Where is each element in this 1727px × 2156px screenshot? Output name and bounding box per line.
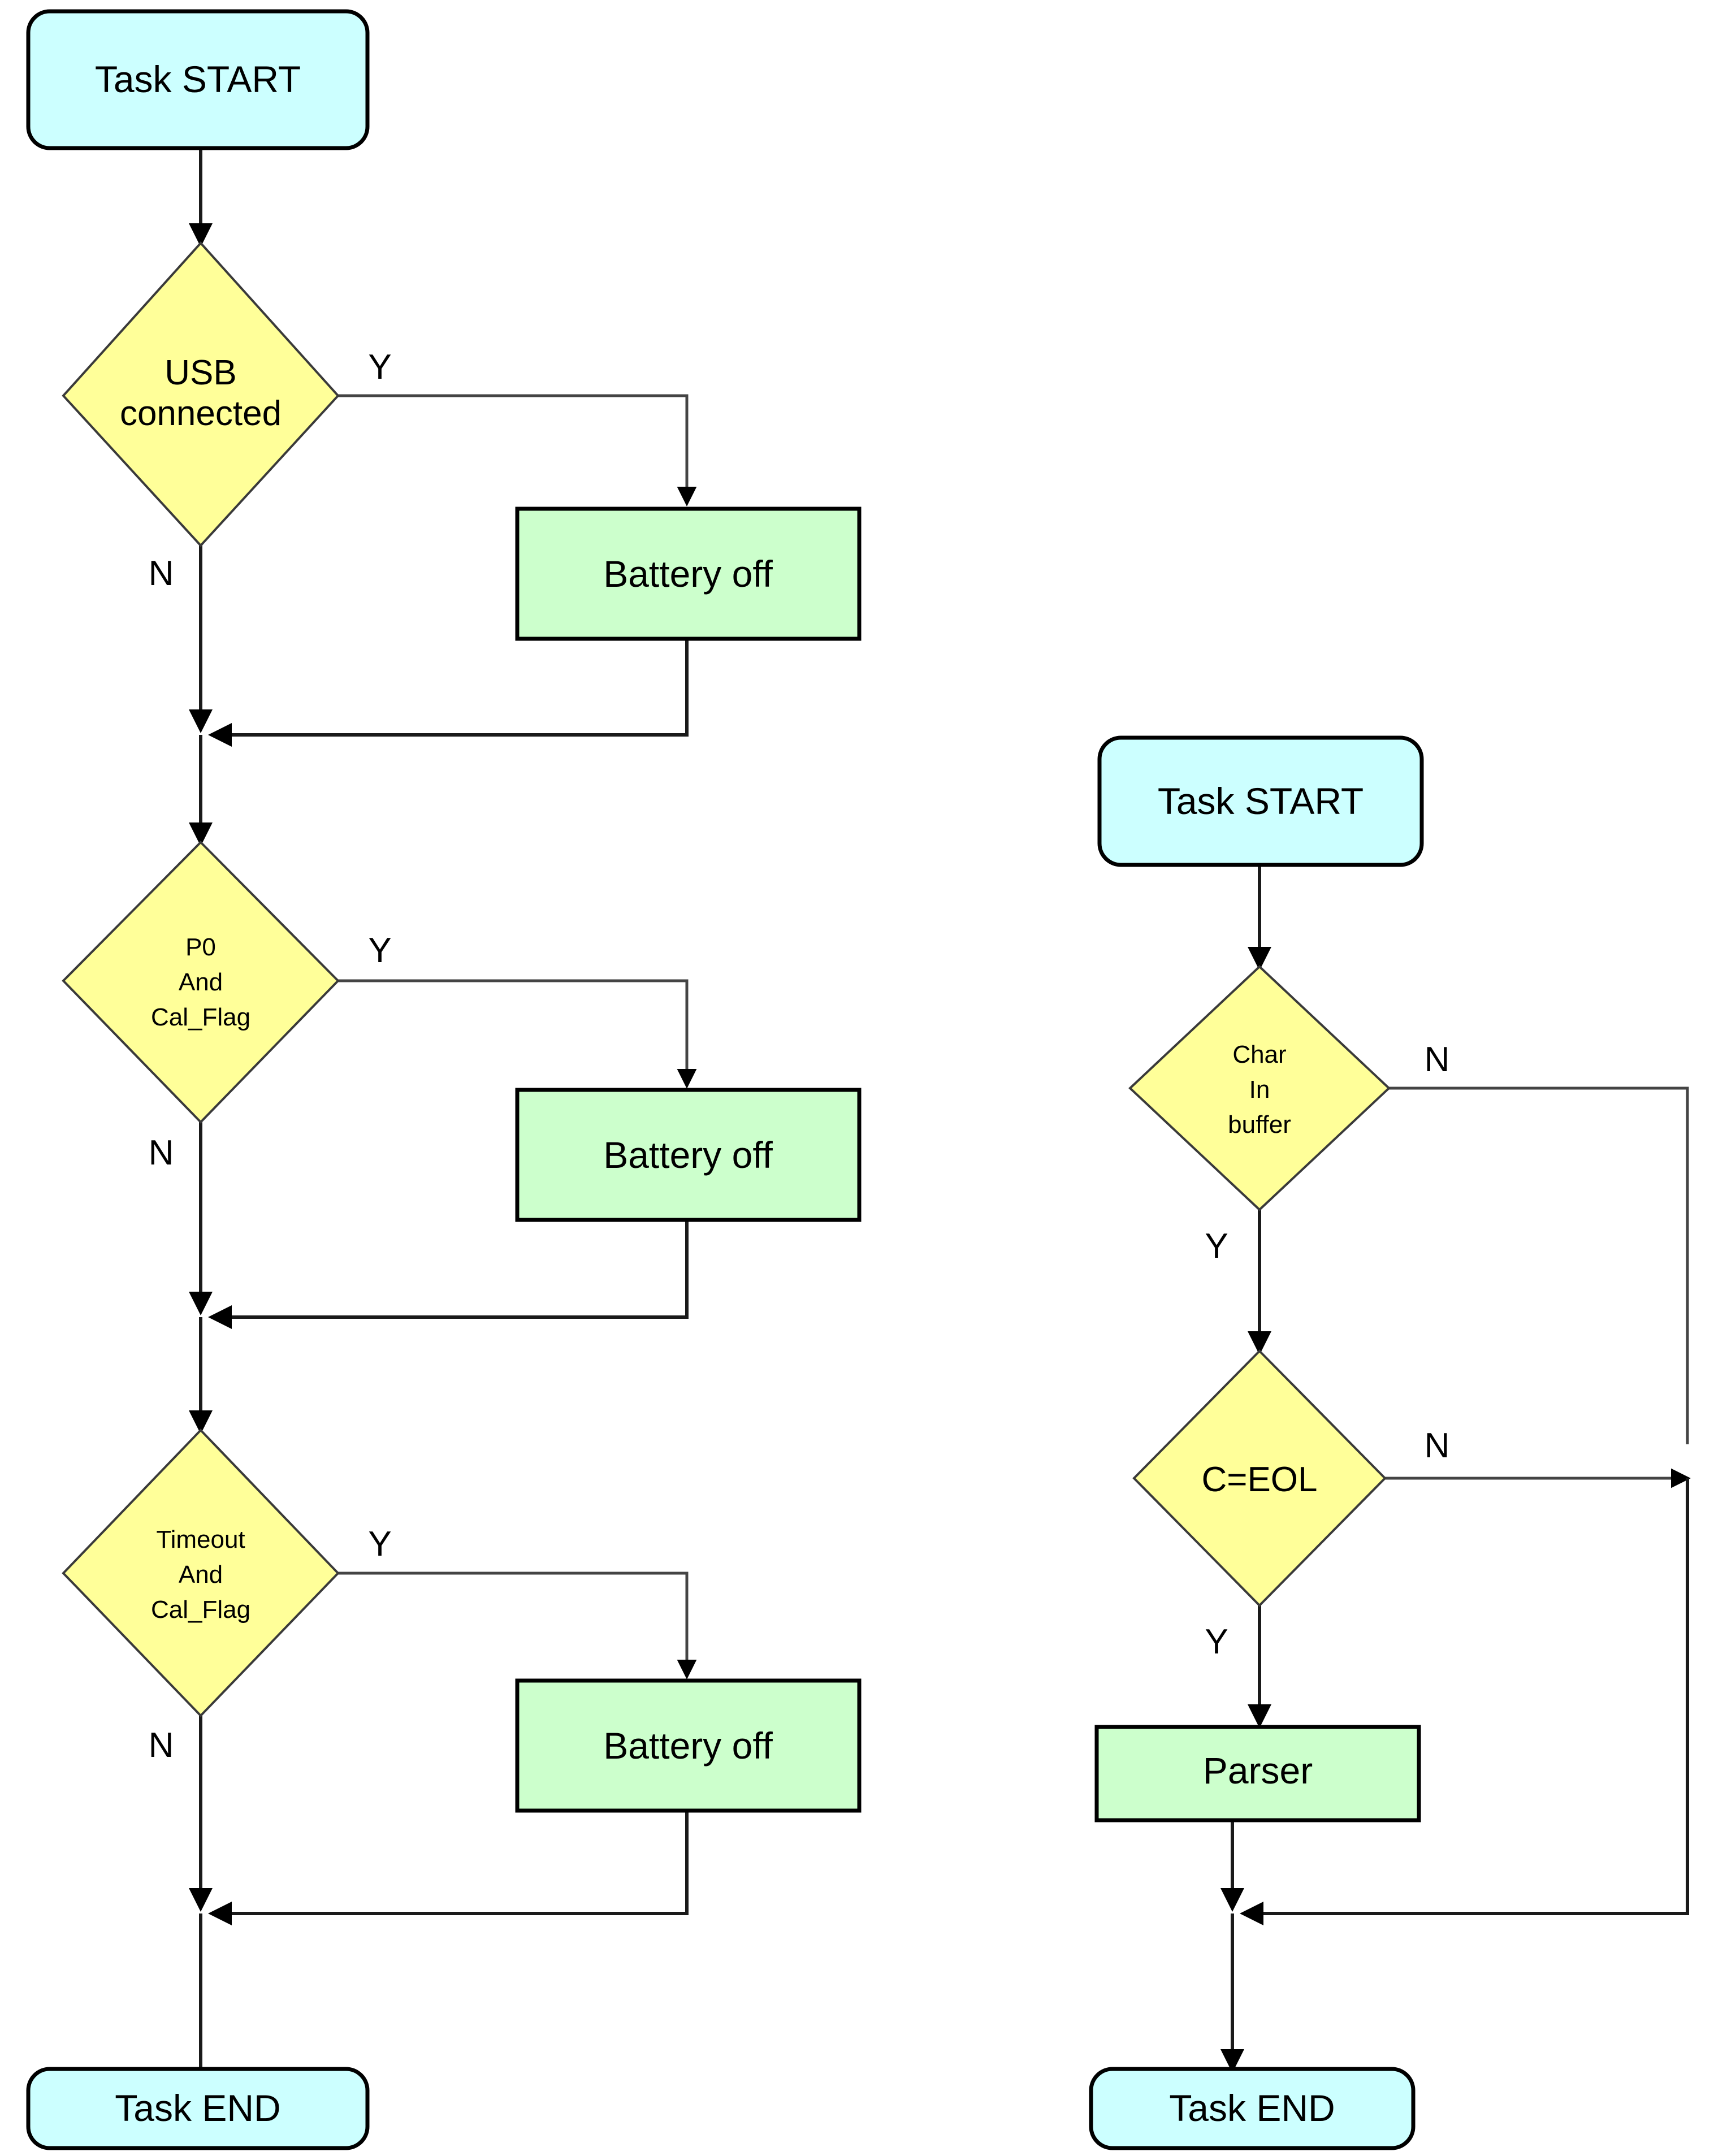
- node-label-line-2: In: [1249, 1076, 1270, 1103]
- edge-timeout-yes-to-battery3: [338, 1571, 697, 1679]
- branch-label-usb-yes: Y: [368, 348, 391, 387]
- node-label-line-1: C=EOL: [1201, 1460, 1317, 1499]
- edge-battery3-to-merge3: [208, 1809, 689, 1925]
- node-label-line-1: USB: [165, 353, 236, 392]
- node-battery-off-2[interactable]: Battery off: [515, 1088, 862, 1222]
- branch-label-timeout-no: N: [149, 1726, 174, 1765]
- edge-char-no-to-rail: [1389, 1086, 1689, 1444]
- node-label-line-2: And: [179, 1561, 223, 1588]
- edge-group-right: [1220, 865, 1691, 2073]
- node-task-end-right[interactable]: Task END: [1089, 2067, 1416, 2150]
- node-decision-char-in-buffer[interactable]: Char In buffer: [1128, 965, 1391, 1211]
- branch-label-p0-no: N: [149, 1133, 174, 1172]
- node-label: Task START: [1158, 780, 1364, 822]
- node-label-line-2: And: [179, 968, 223, 996]
- branch-label-usb-no: N: [149, 554, 174, 593]
- branch-label-char-no: N: [1425, 1040, 1450, 1079]
- branch-label-char-yes: Y: [1205, 1227, 1228, 1266]
- edge-group-left: [189, 148, 697, 2069]
- node-label-line-1: P0: [185, 933, 216, 961]
- node-decision-p0-cal-flag[interactable]: P0 And Cal_Flag: [62, 841, 340, 1124]
- node-task-start-left[interactable]: Task START: [26, 9, 370, 150]
- node-label-line-3: buffer: [1228, 1111, 1291, 1138]
- node-battery-off-3[interactable]: Battery off: [515, 1678, 862, 1813]
- node-label: Task END: [1169, 2087, 1335, 2129]
- node-label: Battery off: [603, 553, 773, 595]
- node-task-start-right[interactable]: Task START: [1097, 735, 1424, 867]
- branch-label-timeout-yes: Y: [368, 1525, 391, 1564]
- node-label-line-3: Cal_Flag: [151, 1003, 250, 1031]
- node-label: Parser: [1203, 1750, 1313, 1791]
- node-battery-off-1[interactable]: Battery off: [515, 506, 862, 641]
- node-decision-c-equals-eol[interactable]: C=EOL: [1132, 1349, 1387, 1607]
- node-label-line-1: Timeout: [156, 1526, 245, 1553]
- node-label-line-2: connected: [120, 394, 282, 433]
- node-decision-timeout-cal-flag[interactable]: Timeout And Cal_Flag: [62, 1428, 340, 1717]
- edge-p0-yes-to-battery2: [338, 979, 697, 1089]
- node-label-line-1: Char: [1232, 1041, 1286, 1068]
- edge-rail-to-merge: [1240, 1478, 1689, 1925]
- node-label: Battery off: [603, 1134, 773, 1176]
- branch-label-eol-yes: Y: [1205, 1622, 1228, 1661]
- branch-label-eol-no: N: [1425, 1426, 1450, 1465]
- node-decision-usb-connected[interactable]: USB connected: [62, 241, 340, 547]
- branch-label-p0-yes: Y: [368, 931, 391, 970]
- node-task-end-left[interactable]: Task END: [26, 2067, 370, 2150]
- edge-battery2-to-merge2: [208, 1218, 689, 1329]
- node-label: Task END: [115, 2087, 280, 2129]
- edge-usb-yes-to-battery1: [338, 394, 697, 506]
- node-parser[interactable]: Parser: [1094, 1725, 1421, 1822]
- edge-battery1-to-merge1: [208, 639, 689, 747]
- node-label: Battery off: [603, 1725, 773, 1767]
- node-label-line-3: Cal_Flag: [151, 1596, 250, 1624]
- node-label: Task START: [95, 58, 301, 100]
